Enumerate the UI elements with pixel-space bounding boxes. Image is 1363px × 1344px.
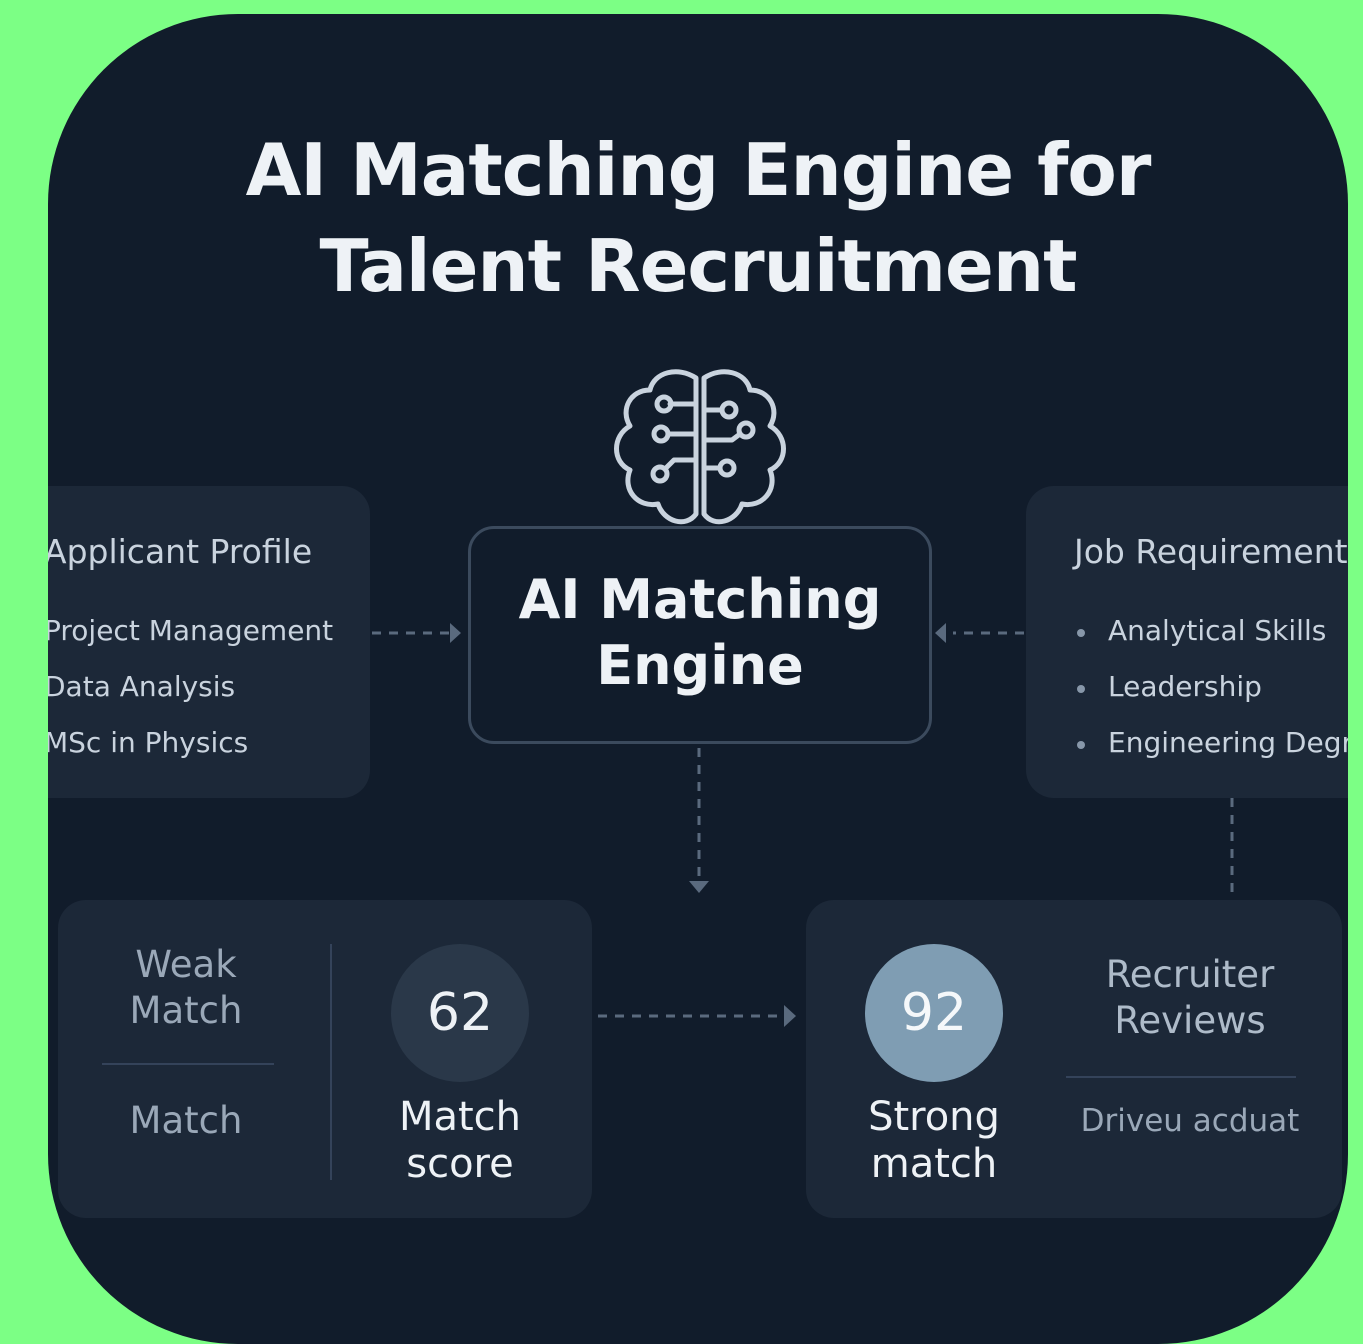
recruiter-reviews-line-1: Recruiter [1105, 953, 1275, 996]
arrow-right-icon [450, 623, 461, 643]
arrow-left-icon [935, 623, 946, 643]
strong-match-caption-line-1: Strong [868, 1094, 1000, 1140]
applicant-item: Data Analysis [48, 670, 236, 703]
title-line-2: Talent Recruitment [319, 224, 1077, 308]
job-requirements-title: Job Requirements [1074, 532, 1348, 571]
job-requirement-item: Leadership [1108, 670, 1262, 703]
match-score-caption-line-1: Match [398, 1094, 522, 1140]
strong-score-circle: 92 [865, 944, 1003, 1082]
applicant-profile-panel [48, 486, 370, 798]
title-line-1: AI Matching Engine for [245, 128, 1152, 212]
strong-match-caption-line-2: match [870, 1141, 998, 1187]
match-label: Match [129, 1099, 243, 1142]
brain-circuit-icon [614, 369, 786, 525]
page-title: AI Matching Engine for Talent Recruitmen… [48, 122, 1348, 314]
job-requirement-item: Engineering Degree [1108, 726, 1348, 759]
bullet-icon [1077, 629, 1085, 637]
divider [330, 944, 332, 1180]
weak-match-label: Weak Match [106, 942, 266, 1034]
engine-label: AI Matching Engine [471, 567, 929, 699]
arrow-right-icon [784, 1005, 796, 1027]
divider [1066, 1076, 1296, 1078]
engine-label-line-1: AI Matching [518, 568, 882, 631]
diagram-card: AI Matching Engine for Talent Recruitmen… [48, 14, 1348, 1344]
job-requirement-item: Analytical Skills [1108, 614, 1327, 647]
strong-match-caption: Strong match [844, 1094, 1024, 1188]
applicant-profile-title: Applicant Profile [48, 532, 313, 571]
connector-lines [372, 623, 1234, 1027]
engine-label-line-2: Engine [596, 634, 804, 697]
arrow-down-icon [689, 881, 709, 893]
match-score-caption: Match score [370, 1094, 550, 1188]
match-score-caption-line-2: score [406, 1141, 514, 1187]
applicant-item: Project Management [48, 614, 334, 647]
divider [102, 1063, 274, 1065]
match-score-circle: 62 [391, 944, 529, 1082]
reviews-subtext: Driveu acduat [1080, 1103, 1300, 1139]
weak-match-label-line-2: Match [129, 989, 243, 1032]
bullet-icon [1077, 741, 1085, 749]
applicant-item: MSc in Physics [48, 726, 249, 759]
weak-match-label-line-1: Weak [135, 943, 237, 986]
ai-matching-engine-box: AI Matching Engine [468, 526, 932, 744]
recruiter-reviews-line-2: Reviews [1114, 999, 1266, 1042]
recruiter-reviews-label: Recruiter Reviews [1070, 952, 1310, 1044]
bullet-icon [1077, 685, 1085, 693]
